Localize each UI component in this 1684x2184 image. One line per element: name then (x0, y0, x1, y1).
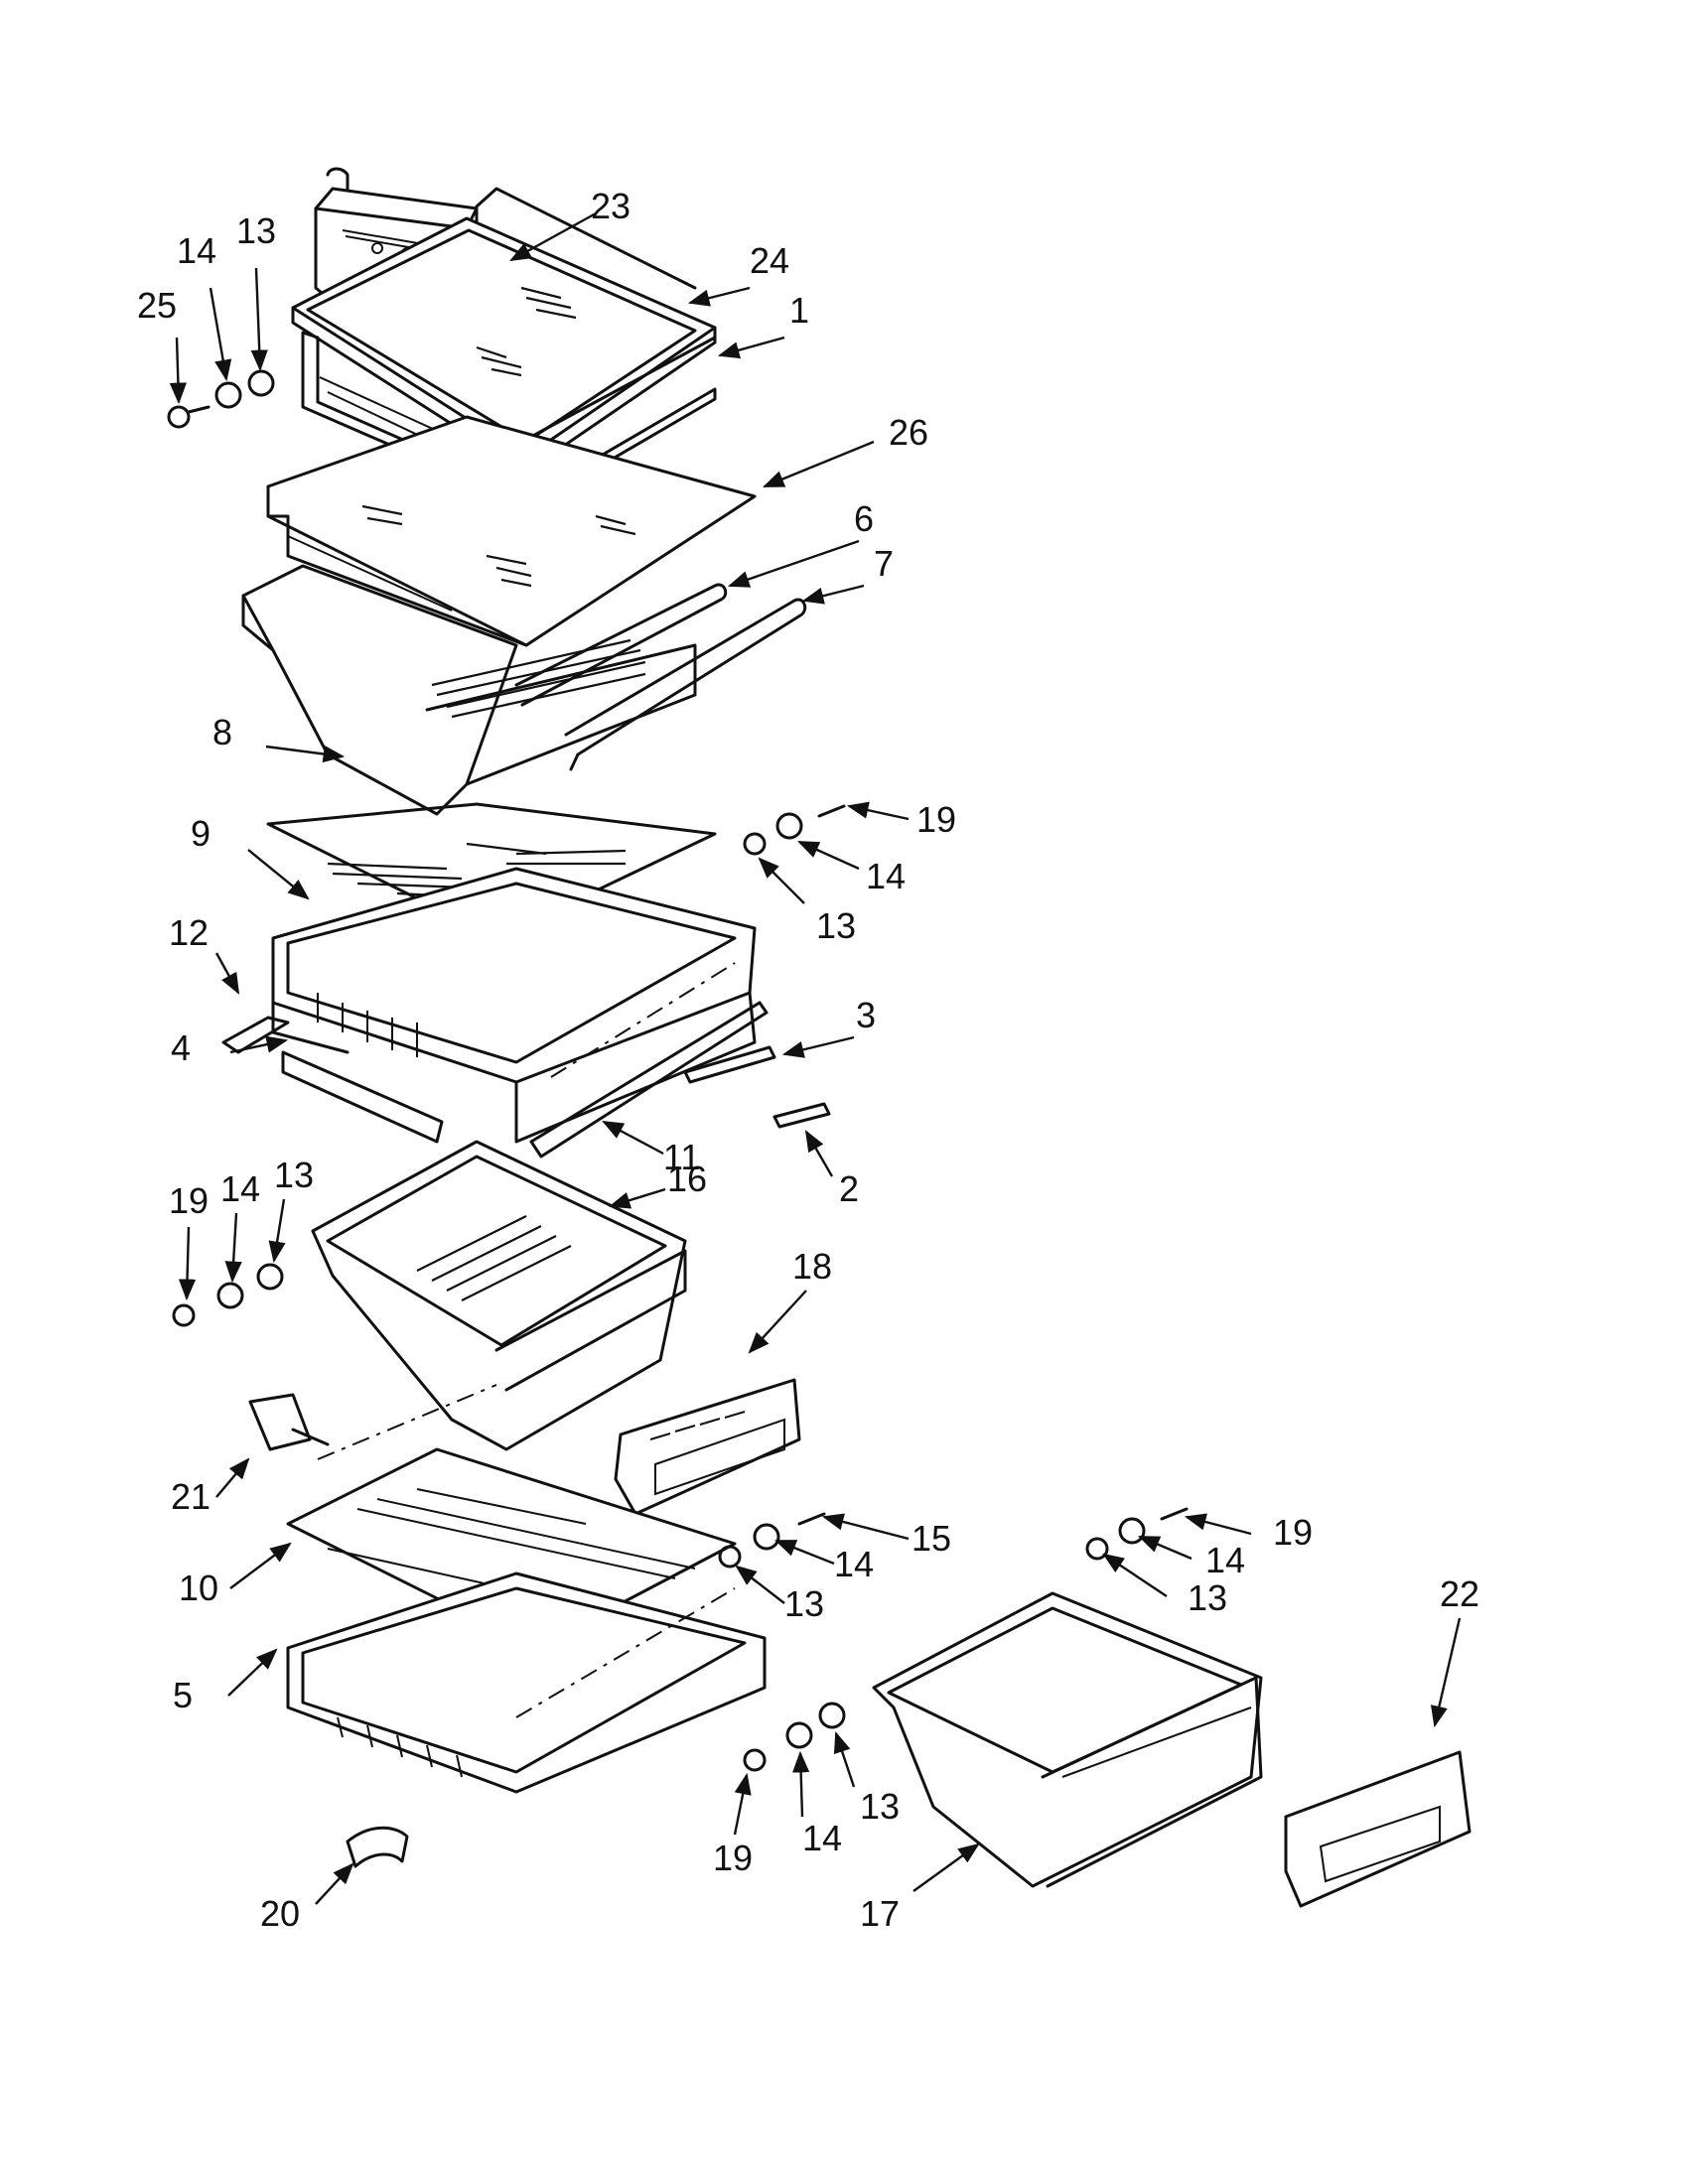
callout-14: 14 (834, 1544, 874, 1584)
part-21-clip (248, 1393, 330, 1451)
part-17-lower-drawer (872, 1591, 1263, 1888)
callout-14: 14 (1205, 1540, 1245, 1580)
callout-10: 10 (179, 1568, 218, 1608)
callout-13: 13 (860, 1786, 900, 1827)
hardware-set-c (172, 1263, 284, 1327)
callout-24: 24 (750, 240, 789, 281)
callout-5: 5 (173, 1675, 193, 1715)
hardware-set-f (743, 1702, 846, 1772)
part-26-glass-shelf (266, 415, 757, 647)
callout-23: 23 (591, 186, 631, 226)
callout-1: 1 (789, 290, 809, 331)
hardware-set-a (167, 369, 275, 429)
callout-6: 6 (854, 498, 874, 539)
callout-14: 14 (866, 856, 906, 896)
part-20-clip (346, 1826, 409, 1868)
part-12-bracket (221, 1016, 290, 1054)
callout-9: 9 (191, 813, 210, 854)
alignment-lines (317, 962, 736, 1718)
part-7-rail (564, 598, 807, 771)
hardware-set-d (718, 1512, 826, 1569)
part-11-rail (529, 1001, 769, 1159)
part-22-drawer-front (1284, 1750, 1472, 1908)
callout-13: 13 (236, 210, 276, 251)
hardware-set-e (1085, 1507, 1189, 1561)
callout-14: 14 (220, 1168, 260, 1209)
callout-19: 19 (916, 799, 956, 840)
callout-2: 2 (839, 1168, 859, 1209)
callout-13: 13 (784, 1583, 824, 1624)
callout-12: 12 (169, 912, 209, 953)
part-9-cover-frame (271, 867, 757, 1144)
callout-19: 19 (1273, 1512, 1313, 1553)
callout-25: 25 (137, 285, 177, 326)
callout-16: 16 (667, 1159, 707, 1199)
callout-19: 19 (713, 1838, 753, 1878)
callout-21: 21 (171, 1476, 210, 1517)
leader-arrows (169, 211, 1462, 1905)
callout-11: 11 (663, 1137, 700, 1177)
part-16-crisper-drawer (311, 1140, 687, 1451)
callout-labels: 23 24 14 13 25 1 26 6 7 8 9 19 14 13 12 … (137, 186, 1479, 1934)
part-2-clip (772, 1102, 831, 1129)
callout-19: 19 (169, 1180, 209, 1221)
callout-17: 17 (860, 1893, 900, 1934)
callout-26: 26 (889, 412, 928, 453)
part-18-drawer-front (614, 1378, 801, 1516)
part-3-clip (683, 1045, 776, 1084)
callout-7: 7 (874, 543, 894, 584)
callout-8: 8 (212, 712, 232, 752)
callout-18: 18 (792, 1246, 832, 1287)
callout-20: 20 (260, 1893, 300, 1934)
part-5-lower-frame (286, 1571, 767, 1794)
callout-14: 14 (802, 1818, 842, 1858)
upper-crisper-pan (241, 564, 697, 816)
part-6-rail (514, 583, 728, 707)
callout-22: 22 (1440, 1573, 1479, 1614)
callout-13: 13 (1188, 1577, 1227, 1618)
hardware-set-b (743, 804, 846, 856)
callout-15: 15 (912, 1518, 951, 1559)
callout-3: 3 (856, 995, 876, 1035)
callout-4: 4 (171, 1027, 191, 1068)
callout-14: 14 (177, 230, 216, 271)
part-4-rail (281, 1050, 444, 1144)
callout-13: 13 (274, 1155, 314, 1195)
callout-13: 13 (816, 905, 856, 946)
